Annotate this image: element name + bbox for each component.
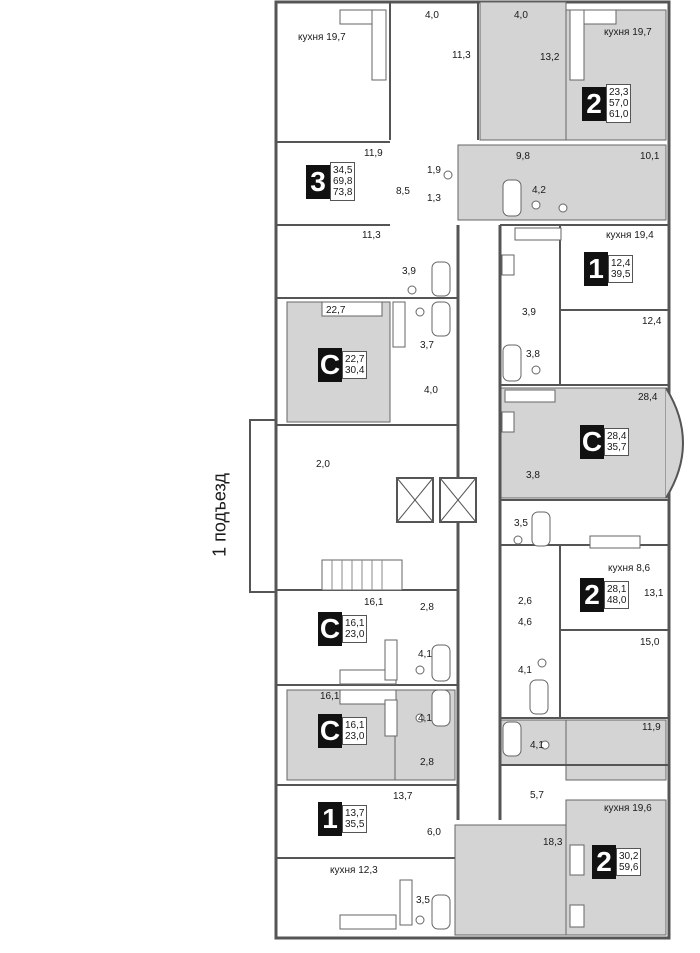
room-label: 16,1 [364, 597, 384, 608]
room-label: 3,8 [526, 470, 540, 481]
room-label: 16,1 [320, 691, 340, 702]
room-count: С [580, 425, 604, 459]
kitchen-counters [321, 9, 641, 930]
room-label: 10,1 [640, 151, 660, 162]
room-label: 11,3 [452, 50, 471, 61]
room-label: 4,6 [518, 617, 532, 628]
entrance-text: 1 подъезд [209, 473, 230, 557]
room-label: 1,9 [427, 165, 441, 176]
apartment-area [565, 719, 667, 781]
bathtubs [431, 179, 551, 930]
room-label: 18,3 [543, 837, 563, 848]
entrance-bracket [249, 419, 276, 593]
room-label: кухня 8,6 [608, 563, 651, 574]
room-label: 4,1 [530, 740, 544, 751]
room-label: 15,0 [640, 637, 660, 648]
room-label: 13,2 [540, 52, 560, 63]
room-label: 13,7 [393, 791, 413, 802]
room-label: 4,1 [518, 665, 532, 676]
room-count: 2 [580, 578, 604, 612]
room-label: 2,6 [518, 596, 532, 607]
apartment-area [457, 144, 667, 221]
room-label: 28,4 [638, 392, 658, 403]
room-label: 1,3 [427, 193, 441, 204]
room-count: С [318, 348, 342, 382]
room-label: 6,0 [427, 827, 441, 838]
room-label: 4,1 [418, 649, 432, 660]
room-label: кухня 19,4 [606, 230, 654, 241]
room-label: 2,8 [420, 757, 434, 768]
room-label: 12,4 [642, 316, 662, 327]
room-label: 3,8 [526, 349, 540, 360]
room-label: 4,0 [514, 10, 528, 21]
room-label: кухня 19,6 [604, 803, 652, 814]
room-label: 2,0 [316, 459, 330, 470]
room-label: 11,3 [362, 230, 381, 241]
room-count: 2 [592, 845, 616, 879]
room-label: кухня 19,7 [298, 32, 346, 43]
room-label: 3,7 [420, 340, 434, 351]
stair-steps [331, 560, 383, 590]
bay-window [665, 387, 684, 499]
room-label: 11,9 [642, 722, 661, 733]
room-label: 4,1 [418, 713, 432, 724]
apartment-area [454, 824, 567, 936]
room-count: С [318, 612, 342, 646]
room-count: 1 [584, 252, 608, 286]
room-label: 4,0 [425, 10, 439, 21]
room-label: кухня 12,3 [330, 865, 378, 876]
room-label: 22,7 [326, 305, 346, 316]
room-label: 4,0 [424, 385, 438, 396]
room-label: 3,9 [522, 307, 536, 318]
room-label: 3,9 [402, 266, 416, 277]
entrance-label: 1 подъезд [200, 430, 240, 600]
apartment-area [479, 1, 567, 141]
room-label: 2,8 [420, 602, 434, 613]
room-count: 3 [306, 164, 330, 199]
toilets [407, 170, 568, 925]
room-count: 1 [318, 802, 342, 836]
room-label: 3,5 [416, 895, 430, 906]
room-label: 13,1 [644, 588, 664, 599]
room-label: кухня 19,7 [604, 27, 652, 38]
room-count: С [318, 714, 342, 748]
wall-group [500, 224, 669, 766]
room-count: 2 [582, 86, 606, 121]
room-label: 3,5 [514, 518, 528, 529]
room-label: 11,9 [364, 148, 383, 159]
room-label: 4,2 [532, 185, 546, 196]
room-label: 5,7 [530, 790, 544, 801]
room-label: 8,5 [396, 186, 410, 197]
room-label: 9,8 [516, 151, 530, 162]
